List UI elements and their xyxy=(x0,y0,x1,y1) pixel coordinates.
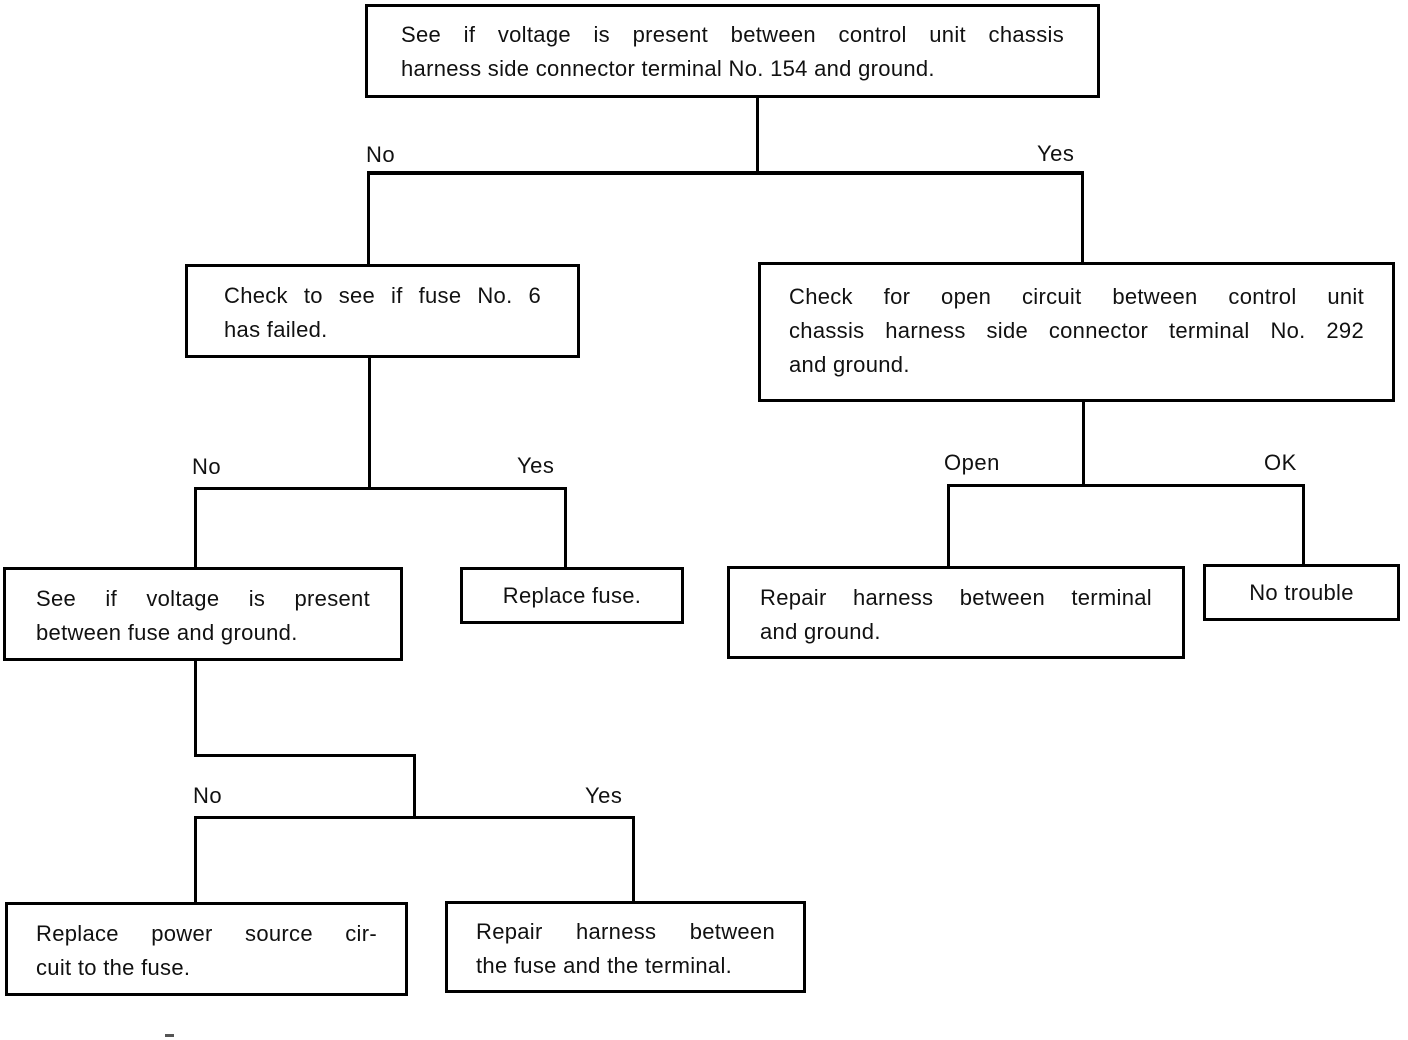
flow-node-repair-harness-terminal: Repair harness between the fuse and the … xyxy=(445,901,806,993)
connector-level2-left-branch xyxy=(194,487,567,490)
flow-node-replace-power-source: Replace power source cir- cuit to the fu… xyxy=(5,902,408,996)
node-text-line: and ground. xyxy=(789,352,910,377)
node-text-line: the fuse and the terminal. xyxy=(476,953,733,978)
branch-label-no: No xyxy=(366,142,396,167)
node-text-line: Replace power source cir- xyxy=(36,921,377,946)
flow-node-no-trouble: No trouble xyxy=(1203,564,1400,621)
connector-voltage-fuse-down xyxy=(194,658,197,757)
branch-label-no: No xyxy=(193,783,223,808)
connector-check-fuse-down xyxy=(368,356,371,490)
connector-yes-to-replace-fuse xyxy=(564,487,567,570)
node-text-line: Replace fuse. xyxy=(502,582,642,608)
flow-node-check-fuse: Check to see if fuse No. 6 has failed. xyxy=(185,264,580,358)
node-text-line: Repair harness between terminal xyxy=(760,585,1152,610)
connector-check-open-down xyxy=(1082,399,1085,487)
flow-node-repair-harness-ground: Repair harness between terminal and grou… xyxy=(727,566,1185,659)
node-text-line: Repair harness between xyxy=(476,919,775,944)
node-text-line: See if voltage is present between contro… xyxy=(401,22,1064,47)
branch-label-no: No xyxy=(192,454,222,479)
node-text-line: Check to see if fuse No. 6 xyxy=(224,283,541,308)
node-text-line: No trouble xyxy=(1249,579,1354,605)
connector-open-to-repair-ground xyxy=(947,484,950,569)
flow-node-voltage-at-fuse: See if voltage is present between fuse a… xyxy=(3,567,403,661)
connector-start-down xyxy=(756,97,759,175)
node-text-line: and ground. xyxy=(760,619,881,644)
connector-no-to-check-fuse xyxy=(367,171,370,267)
connector-jog-down xyxy=(413,754,416,819)
node-text-line: cuit to the fuse. xyxy=(36,955,191,980)
node-text-line: See if voltage is present xyxy=(36,586,370,611)
branch-label-open: Open xyxy=(944,450,1000,475)
node-text-line: Check for open circuit between control u… xyxy=(789,284,1364,309)
connector-no-to-voltage-fuse xyxy=(194,487,197,570)
connector-jog-horizontal xyxy=(194,754,416,757)
connector-no-to-replace-power xyxy=(194,816,197,905)
branch-label-yes: Yes xyxy=(585,783,623,808)
connector-yes-to-check-open xyxy=(1081,171,1084,266)
branch-label-ok: OK xyxy=(1264,450,1297,475)
connector-level2-right-branch xyxy=(947,484,1305,487)
connector-level1-branch xyxy=(367,171,1084,175)
flow-node-start: See if voltage is present between contro… xyxy=(365,4,1100,98)
connector-level3-branch xyxy=(194,816,635,819)
connector-yes-to-repair-terminal xyxy=(632,816,635,904)
connector-ok-to-no-trouble xyxy=(1302,484,1305,567)
flow-node-replace-fuse: Replace fuse. xyxy=(460,567,684,624)
branch-label-yes: Yes xyxy=(517,453,555,478)
branch-label-yes: Yes xyxy=(1037,141,1075,166)
node-text-line: harness side connector terminal No. 154 … xyxy=(401,56,935,81)
node-text-line: between fuse and ground. xyxy=(36,620,298,645)
node-text-line: chassis harness side connector terminal … xyxy=(789,318,1364,343)
flow-node-check-open-circuit: Check for open circuit between control u… xyxy=(758,262,1395,402)
node-text-line: has failed. xyxy=(224,317,328,342)
scan-artifact xyxy=(165,1034,174,1037)
